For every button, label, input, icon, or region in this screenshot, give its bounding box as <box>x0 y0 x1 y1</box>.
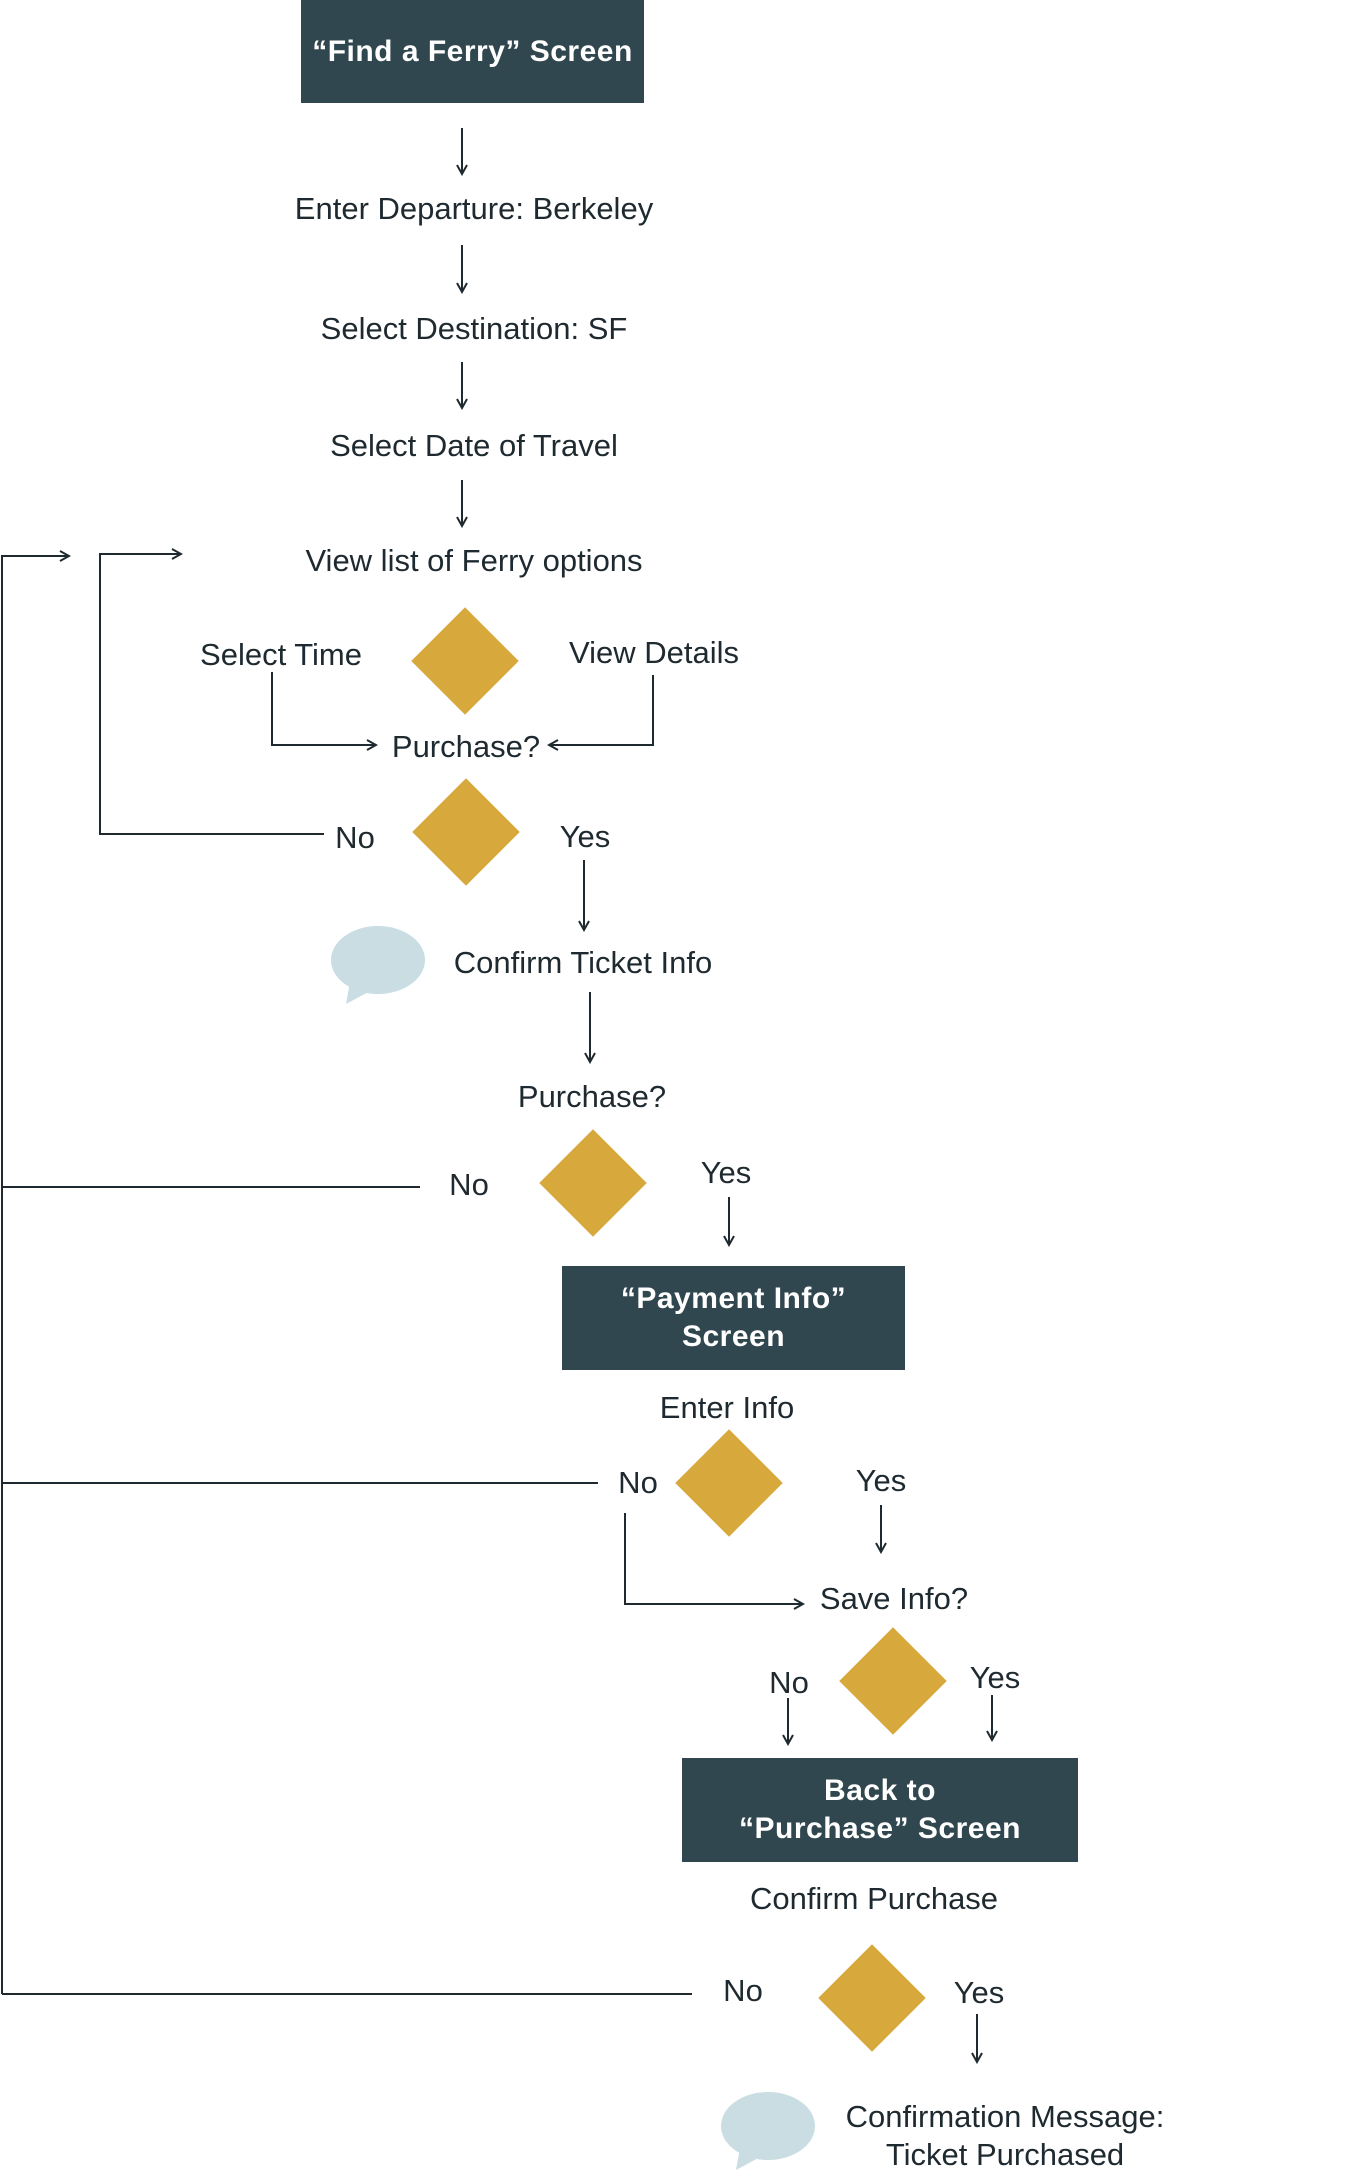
select-date-label: Select Date of Travel <box>330 428 618 463</box>
purchase-question-1: Purchase? <box>391 729 541 764</box>
connector-select-time <box>271 672 376 745</box>
speech-bubble-icon <box>721 2092 815 2170</box>
select-destination-label: Select Destination: SF <box>320 311 628 346</box>
back-to-purchase-screen-label: Back to “Purchase” Screen <box>739 1774 1021 1845</box>
confirmation-message-line1: Confirmation Message: <box>845 2099 1165 2134</box>
no-label-d4: No <box>618 1465 658 1500</box>
connector-no-d4-to-save <box>624 1513 803 1604</box>
back-to-purchase-screen-box: Back to “Purchase” Screen <box>682 1758 1078 1862</box>
yes-label-d6: Yes <box>953 1975 1005 2010</box>
loop-back-inner <box>99 554 324 835</box>
find-ferry-screen-label: “Find a Ferry” Screen <box>312 34 633 68</box>
payment-info-screen-box: “Payment Info” Screen <box>562 1266 905 1370</box>
connector-view-details <box>549 675 654 745</box>
no-label-d5: No <box>769 1665 809 1700</box>
enter-departure-label: Enter Departure: Berkeley <box>294 191 654 226</box>
no-label-d2: No <box>335 820 375 855</box>
yes-label-d5: Yes <box>969 1660 1021 1695</box>
yes-label-d3: Yes <box>700 1155 752 1190</box>
view-details-label: View Details <box>568 635 740 670</box>
find-ferry-screen-box: “Find a Ferry” Screen <box>301 0 644 103</box>
no-label-d3: No <box>449 1167 489 1202</box>
enter-info-label: Enter Info <box>659 1390 795 1425</box>
confirm-ticket-label: Confirm Ticket Info <box>453 945 713 980</box>
select-time-label: Select Time <box>200 637 362 672</box>
purchase-question-2: Purchase? <box>517 1079 667 1114</box>
speech-bubble-icon <box>331 926 425 1004</box>
yes-label-d2: Yes <box>559 819 611 854</box>
confirmation-message-line2: Ticket Purchased <box>885 2137 1125 2172</box>
confirm-purchase-label: Confirm Purchase <box>749 1881 999 1916</box>
payment-info-screen-label: “Payment Info” Screen <box>620 1282 847 1353</box>
yes-label-d4: Yes <box>855 1463 907 1498</box>
loop-back-outer <box>1 556 69 1994</box>
view-list-label: View list of Ferry options <box>305 543 643 578</box>
save-info-question: Save Info? <box>819 1581 969 1616</box>
no-label-d6: No <box>723 1973 763 2008</box>
